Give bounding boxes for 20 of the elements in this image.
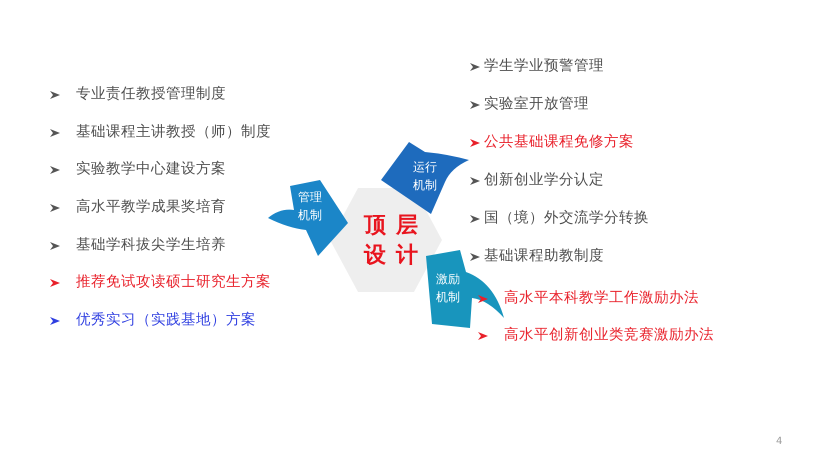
list-item: 实验室开放管理 xyxy=(484,94,589,113)
list-item: 学生学业预警管理 xyxy=(484,57,604,75)
list-item: 实验教学中心建设方案 xyxy=(76,160,226,178)
list-item: 专业责任教授管理制度 xyxy=(76,84,226,103)
arrow-label: 运行机制 xyxy=(412,159,438,194)
arrow-label: 管理机制 xyxy=(297,189,323,224)
list-item: 高水平教学成果奖培育 xyxy=(76,198,226,216)
arrow-label: 激励机制 xyxy=(435,271,461,306)
list-item: 国（境）外交流学分转换 xyxy=(484,208,649,227)
list-item: 基础课程主讲教授（师）制度 xyxy=(76,122,271,141)
list-item: 创新创业学分认定 xyxy=(484,170,604,189)
list-item: 基础学科拔尖学生培养 xyxy=(76,236,226,254)
page-number: 4 xyxy=(776,436,782,447)
list-item: 公共基础课程免修方案 xyxy=(484,132,634,151)
list-item: 高水平本科教学工作激励办法 xyxy=(504,288,699,307)
list-item: 基础课程助教制度 xyxy=(484,246,604,265)
list-item: 推荐免试攻读硕士研究生方案 xyxy=(76,272,271,291)
title-text: 顶层设计 xyxy=(362,211,429,270)
list-item: 高水平创新创业类竞赛激励办法 xyxy=(504,326,714,344)
list-item: 优秀实习（实践基地）方案 xyxy=(76,310,256,329)
